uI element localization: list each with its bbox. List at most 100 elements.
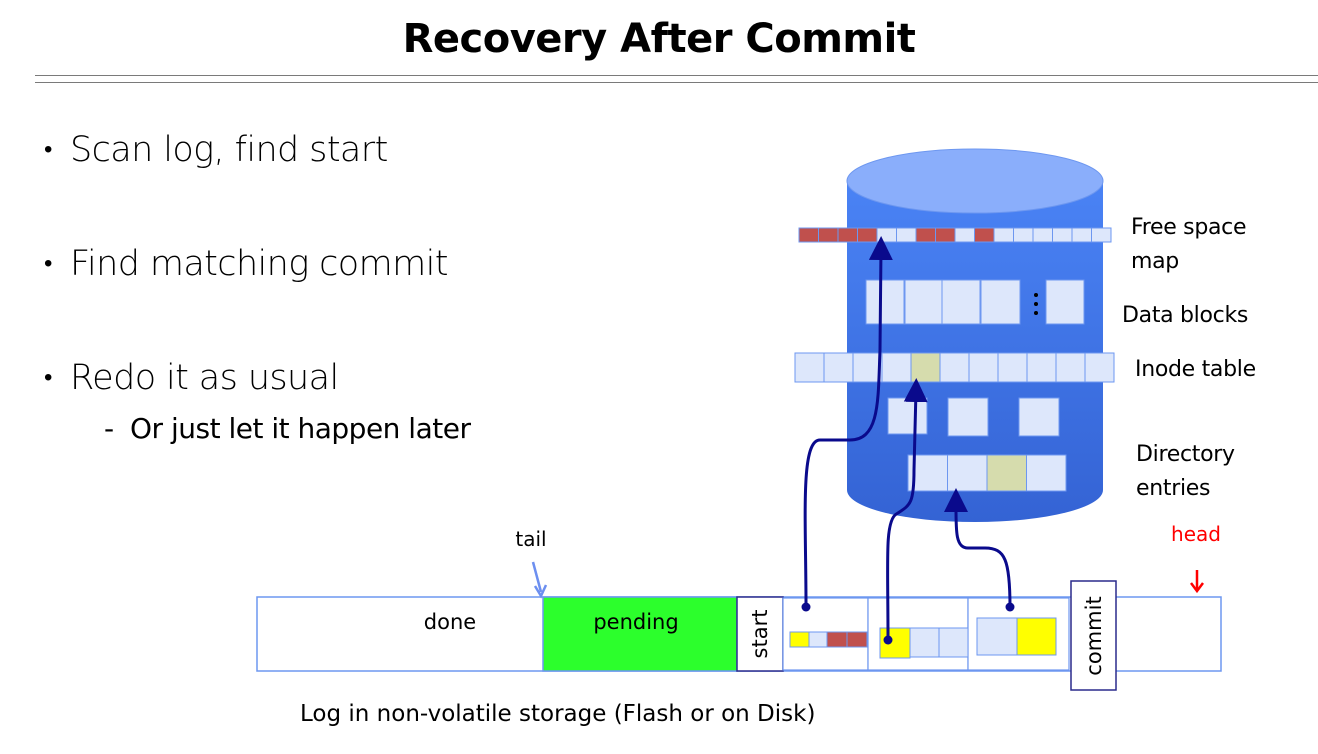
inode-highlighted [910, 352, 941, 383]
dash-icon: - [104, 412, 114, 445]
title-divider-bottom [35, 82, 1318, 83]
tail-label: tail [515, 527, 546, 551]
redo-arrows [803, 236, 1012, 641]
file-blocks [887, 397, 1060, 437]
log-block [909, 627, 940, 658]
free-map-bit-free [1052, 227, 1073, 243]
free-map-bit-used [935, 227, 956, 243]
file-block [947, 397, 989, 437]
sub-bullet-item: -Or just let it happen later [104, 412, 471, 445]
inode-table [794, 352, 1115, 383]
inode [1055, 352, 1086, 383]
arrow-to-dir [943, 488, 1012, 608]
arrow-to-free-map [803, 236, 893, 606]
connector-dot [883, 635, 893, 645]
log-segment-start [736, 596, 784, 672]
connector-dot [1005, 602, 1015, 612]
dir-entry [947, 454, 988, 492]
log-commit-label: commit [1082, 596, 1106, 675]
ellipsis-dot [1034, 311, 1038, 315]
log-segment-commit [1070, 580, 1117, 691]
bullet-dot-icon: • [44, 249, 52, 277]
data-block [980, 279, 1021, 325]
free-map-bit-free [954, 227, 975, 243]
label-line: entries [1136, 476, 1211, 501]
arrow-to-inode [886, 378, 928, 641]
label-line: map [1131, 249, 1179, 274]
free-map-bit-used [798, 227, 819, 243]
inode-table-label: Inode table [1135, 357, 1256, 382]
free-map-bit-used [837, 227, 858, 243]
log-block-used [846, 631, 868, 648]
log-block [976, 617, 1018, 656]
bullet-text: Find matching commit [70, 244, 448, 284]
free-map-bit-free [1013, 227, 1034, 243]
free-map-bit-used [974, 227, 995, 243]
directory-entries [907, 454, 1067, 492]
directory-entries-label: Directory entries [1136, 438, 1235, 506]
sub-bullet-text: Or just let it happen later [130, 412, 471, 445]
connector-dot [801, 602, 811, 612]
log-pending-label: pending [593, 610, 678, 634]
data-blocks [865, 279, 1085, 325]
data-blocks-label: Data blocks [1122, 303, 1249, 328]
bullet-text: Scan log, find start [70, 130, 388, 170]
head-arrow-icon [1190, 570, 1204, 594]
free-map-bit-free [993, 227, 1014, 243]
free-map-bit-used [915, 227, 936, 243]
free-map-bit-free [1091, 227, 1112, 243]
file-block [1018, 397, 1060, 437]
free-space-map-label: Free space map [1131, 211, 1247, 279]
log-done-label: done [424, 610, 476, 634]
inode [1026, 352, 1057, 383]
inode [823, 352, 854, 383]
inode [852, 352, 883, 383]
label-line: Directory [1136, 442, 1235, 467]
free-map-bit-free [876, 227, 897, 243]
log-segment-pending [542, 596, 738, 672]
inode [968, 352, 999, 383]
ellipsis-dot [1034, 302, 1038, 306]
inode [1084, 352, 1115, 383]
log-block-yellow [879, 627, 911, 659]
label-line: Free space [1131, 215, 1247, 240]
dir-entry-highlighted [986, 454, 1027, 492]
log-caption: Log in non-volatile storage (Flash or on… [300, 701, 815, 727]
free-map-bit-used [818, 227, 839, 243]
inode [997, 352, 1028, 383]
free-map-bit-free [896, 227, 917, 243]
log-block-yellow [789, 631, 810, 648]
head-label: head [1171, 522, 1221, 546]
bullet-item: • Redo it as usual [44, 358, 339, 398]
free-map-bit-used [857, 227, 878, 243]
dir-entry [1026, 454, 1067, 492]
data-block [865, 279, 905, 325]
ellipsis-dot [1034, 293, 1038, 297]
tail-arrow-icon [531, 561, 548, 599]
data-block [1045, 279, 1085, 325]
data-block [904, 279, 943, 325]
slide-title: Recovery After Commit [402, 16, 916, 62]
title-divider-top [35, 75, 1318, 76]
log-block-used [826, 631, 848, 648]
disk-cylinder-icon [846, 148, 1104, 522]
log-start-label: start [748, 610, 772, 659]
bullet-dot-icon: • [44, 363, 52, 391]
free-map-bit-free [1071, 227, 1092, 243]
data-block [941, 279, 981, 325]
inode [881, 352, 912, 383]
free-space-map [798, 227, 1112, 243]
log-bar [256, 580, 1222, 691]
bullet-text: Redo it as usual [70, 358, 339, 398]
bullet-item: • Find matching commit [44, 244, 448, 284]
free-map-bit-free [1032, 227, 1053, 243]
log-block [938, 627, 969, 658]
log-block [808, 631, 828, 648]
bullet-item: • Scan log, find start [44, 130, 388, 170]
file-block [887, 397, 928, 435]
inode [939, 352, 970, 383]
log-block-yellow [1016, 617, 1057, 656]
inode [794, 352, 825, 383]
bullet-dot-icon: • [44, 135, 52, 163]
